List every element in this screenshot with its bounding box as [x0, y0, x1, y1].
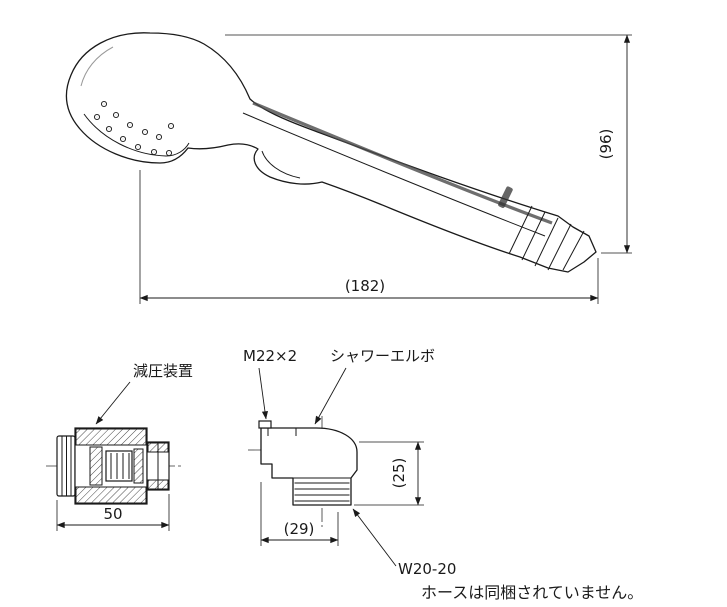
- elbow-top-nub: [258, 420, 272, 429]
- reducer-label: 減圧装置: [133, 362, 193, 380]
- nozzle-hole: [150, 148, 158, 156]
- reducer-wall-hatch-top: [75, 428, 147, 446]
- m22-leader-arrow: [258, 367, 269, 420]
- elbow-outline: [260, 427, 358, 506]
- dimension-height-25: (25): [354, 441, 424, 506]
- fitting-rib: [508, 205, 533, 255]
- nozzle-hole: [167, 122, 175, 130]
- w20-thread-label: W20-20: [398, 560, 456, 578]
- nozzle-hole: [105, 125, 113, 133]
- w20-leader-arrow: [352, 508, 397, 567]
- dimension-width-182: (182): [139, 170, 599, 304]
- reducer-spring-housing: [105, 450, 133, 482]
- handle-marking: [498, 186, 513, 208]
- dimension-width-50: 50: [56, 494, 170, 531]
- elbow-leader-arrow: [314, 367, 347, 425]
- elbow-view: M22×2 シャワーエルボ W20-20 (29) (25): [243, 347, 456, 578]
- handle-inner-line: [242, 112, 546, 237]
- shower-head-outline: [65, 32, 597, 273]
- nozzle-hole: [141, 128, 149, 136]
- reducer-wall-hatch-bottom: [75, 486, 147, 504]
- shower-face-nozzles: [93, 100, 175, 157]
- reducer-leader-arrow: [95, 381, 131, 425]
- elbow-part-label: シャワーエルボ: [330, 347, 435, 365]
- nozzle-hole: [165, 149, 173, 157]
- head-highlight-line: [80, 46, 114, 87]
- nozzle-hole: [112, 111, 120, 119]
- trigger-inner-line: [261, 150, 301, 179]
- fitting-end-face: [562, 230, 585, 271]
- nozzle-hole: [155, 133, 163, 141]
- dim-29-label: (29): [284, 520, 315, 538]
- nozzle-hole: [134, 143, 142, 151]
- fitting-rib: [534, 217, 559, 267]
- handle-top-shade: [252, 101, 553, 225]
- nozzle-hole: [100, 100, 108, 108]
- reducer-valve-hatch: [89, 446, 103, 486]
- footnote: ホースは同梱されていません。: [421, 583, 643, 602]
- reducer-section-view: 減圧装置 50: [46, 362, 193, 531]
- fitting-ribs: [508, 205, 585, 271]
- m22-thread-label: M22×2: [243, 347, 297, 365]
- fitting-rib: [521, 211, 546, 261]
- fitting-rib: [547, 223, 572, 271]
- reducer-seat-hatch: [133, 448, 144, 484]
- face-inner-rim: [83, 113, 190, 157]
- dim-50-label: 50: [103, 505, 122, 523]
- dim-182-label: (182): [345, 277, 385, 295]
- dim-96-label: (96): [597, 129, 615, 160]
- dim-25-label: (25): [390, 458, 408, 489]
- shower-head-view: (96) (182): [65, 32, 632, 304]
- dimension-height-96: (96): [225, 34, 632, 254]
- nozzle-hole: [93, 113, 101, 121]
- nozzle-hole: [126, 121, 134, 129]
- dimension-depth-29: (29): [260, 482, 339, 546]
- nozzle-hole: [119, 135, 127, 143]
